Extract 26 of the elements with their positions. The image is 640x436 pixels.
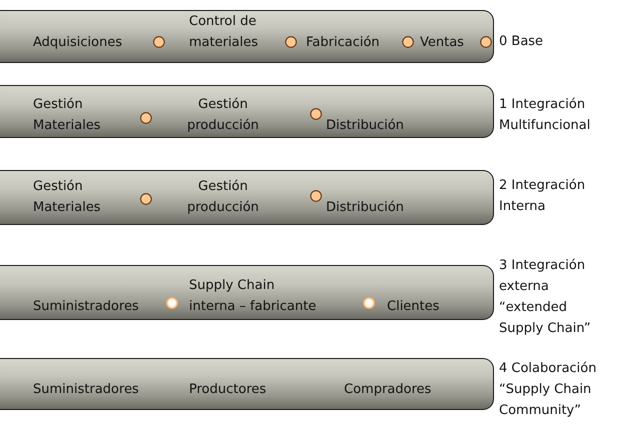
stage-label: 4 Colaboración “Supply Chain Community” xyxy=(499,360,598,420)
function-label: Adquisiciones xyxy=(33,34,122,52)
function-label: Fabricación xyxy=(306,34,380,52)
function-label: Control de materiales xyxy=(189,13,260,52)
function-label: Gestión Materiales xyxy=(33,96,102,135)
stage-bar xyxy=(0,85,494,138)
stage-bar xyxy=(0,170,494,225)
function-label: Ventas xyxy=(420,34,464,52)
stage-label: 2 Integración Interna xyxy=(499,177,586,216)
function-label: Clientes xyxy=(387,298,440,316)
function-label: Gestión Materiales xyxy=(33,178,102,217)
function-label: Suministradores xyxy=(33,381,139,399)
function-label: Supply Chain interna – fabricante xyxy=(189,277,318,316)
function-label: Distribución xyxy=(326,199,404,217)
stage-label: 3 Integración externa “extended Supply Chain” xyxy=(499,257,592,338)
function-label: Distribución xyxy=(326,117,404,135)
function-label: Gestión producción xyxy=(186,96,260,135)
stage-bar xyxy=(0,358,494,410)
stage-bar xyxy=(0,265,494,320)
function-label: Compradores xyxy=(344,381,432,399)
stage-label: 1 Integración Multifuncional xyxy=(499,96,592,135)
stage-label: 0 Base xyxy=(499,33,544,51)
stage-bar xyxy=(0,10,494,63)
function-label: Gestión producción xyxy=(186,178,260,217)
function-label: Productores xyxy=(189,381,266,399)
function-label: Suministradores xyxy=(33,298,139,316)
